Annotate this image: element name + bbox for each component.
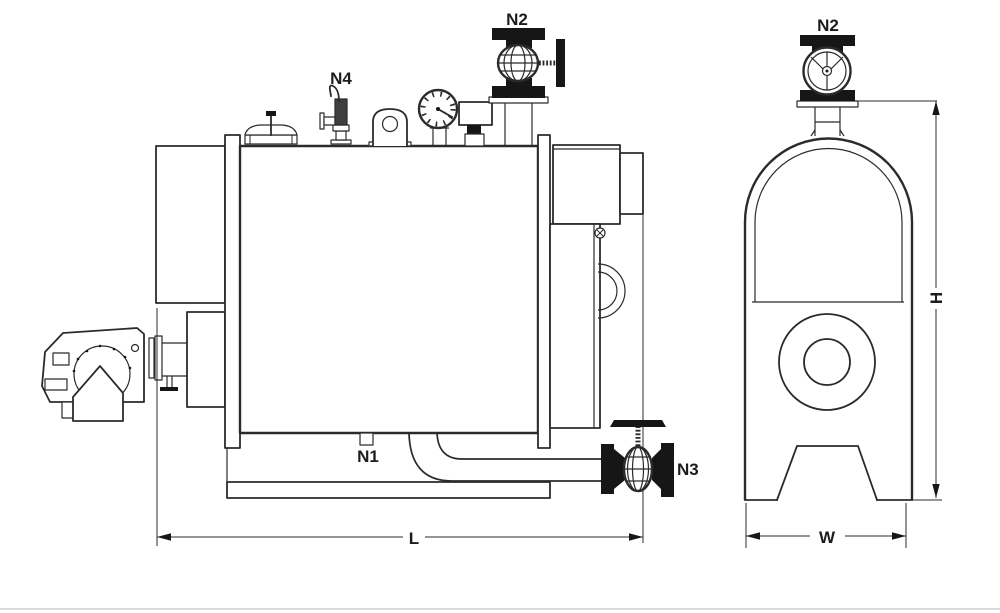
blowdown-pipe-outer	[408, 432, 602, 482]
pressure-gauge	[417, 88, 459, 146]
control-box-body	[458, 101, 493, 126]
front-view-boiler: N2 H W	[743, 16, 946, 548]
n3-label: N3	[677, 460, 699, 479]
n2f-flare-left	[810, 129, 816, 137]
n2f-top-flange	[800, 35, 855, 46]
n2-handle	[556, 39, 565, 87]
n2f-flare-right	[839, 129, 845, 137]
control-box-pedestal	[464, 133, 485, 147]
side-view-boiler: N4	[41, 10, 699, 548]
n1-label: N1	[357, 447, 379, 466]
dim-l-arrow-right	[629, 533, 643, 541]
control-box	[458, 101, 493, 147]
dimension-height: H	[858, 100, 946, 501]
n2-bottom-stem	[506, 78, 532, 87]
burner-mounting-plate	[186, 311, 226, 408]
n2-bottom-flange	[492, 86, 545, 98]
dim-h-arrow-top	[932, 101, 940, 115]
n2-top-flange	[492, 28, 545, 40]
gauge-tick-ring	[420, 91, 456, 127]
n3-handle	[610, 420, 666, 427]
dim-w-arrow-right	[892, 532, 906, 540]
burner-louver-top	[52, 352, 70, 366]
burner-louver-bottom	[44, 378, 68, 391]
n3-left-taper	[614, 449, 625, 489]
dim-l-label: L	[409, 529, 419, 548]
burner-bracket-foot	[160, 387, 178, 391]
n2-ball-grid	[498, 45, 538, 81]
n4-body	[334, 98, 348, 126]
n2-side-label: N2	[506, 10, 528, 29]
lug-hole	[381, 115, 399, 133]
lug-arch	[372, 108, 408, 147]
dim-h-label: H	[927, 292, 946, 304]
rear-hinge-arc-outer	[597, 263, 626, 319]
flue-side-box	[619, 152, 644, 215]
dim-w-label: W	[819, 528, 836, 547]
drain-fitting-n1	[359, 432, 374, 446]
n3-right-flange	[661, 443, 674, 497]
n4-outlet	[323, 116, 336, 126]
steam-valve-n2-side	[488, 28, 565, 146]
base-skid	[226, 481, 551, 499]
burner-flange-plate-1	[148, 337, 155, 379]
front-inner-line	[754, 147, 903, 302]
n4-neck	[335, 130, 347, 141]
n4-lever	[328, 84, 340, 102]
n3-right-taper	[652, 449, 661, 489]
dim-w-arrow-left	[746, 532, 760, 540]
front-base-cutout	[775, 445, 879, 502]
n4-flange	[332, 124, 350, 132]
n3-ball-grid	[624, 447, 652, 491]
burner-opening-outer	[778, 313, 876, 411]
front-tube-sheet	[224, 134, 241, 449]
control-box-connector	[467, 125, 481, 134]
safety-valve-n4	[319, 84, 352, 145]
flue-outlet-box	[552, 144, 621, 225]
burner-assembly	[41, 327, 187, 422]
n2f-base-plate	[796, 100, 859, 108]
dimension-length: L	[156, 308, 643, 548]
burner-scroll-cover	[72, 365, 124, 422]
gauge-needle	[436, 107, 454, 119]
burner-opening-inner	[803, 338, 851, 386]
dim-l-arrow-left	[157, 533, 171, 541]
dim-h-arrow-bottom	[932, 484, 940, 498]
rear-panel	[549, 223, 601, 429]
steam-valve-n2-front	[796, 35, 859, 137]
rear-hinge-arc-inner	[597, 271, 618, 311]
blowdown-valve-n3	[601, 420, 674, 497]
dimension-width: W	[745, 503, 907, 548]
n4-base	[330, 139, 352, 145]
bolt-cross-2	[596, 229, 604, 237]
rear-tube-sheet	[537, 134, 551, 449]
burner-bolt-hole	[130, 343, 140, 353]
n3-left-flange	[601, 444, 614, 494]
gauge-hub	[436, 107, 440, 111]
burner-flange-plate-2	[154, 335, 163, 381]
blowdown-pipe-inner	[436, 432, 602, 460]
front-smokebox	[155, 145, 226, 304]
n2-top-stem	[506, 39, 532, 48]
manhole-flange	[244, 134, 298, 145]
boiler-shell	[238, 144, 540, 435]
n2-front-label: N2	[817, 16, 839, 35]
lifting-lug	[368, 108, 412, 147]
manhole-cover	[244, 111, 298, 145]
fan-rim-dots	[72, 344, 132, 373]
manhole-bolt-head	[266, 111, 276, 116]
n4-label: N4	[330, 69, 352, 88]
n2f-hub-dot	[825, 69, 829, 73]
front-body-outline	[743, 137, 914, 500]
